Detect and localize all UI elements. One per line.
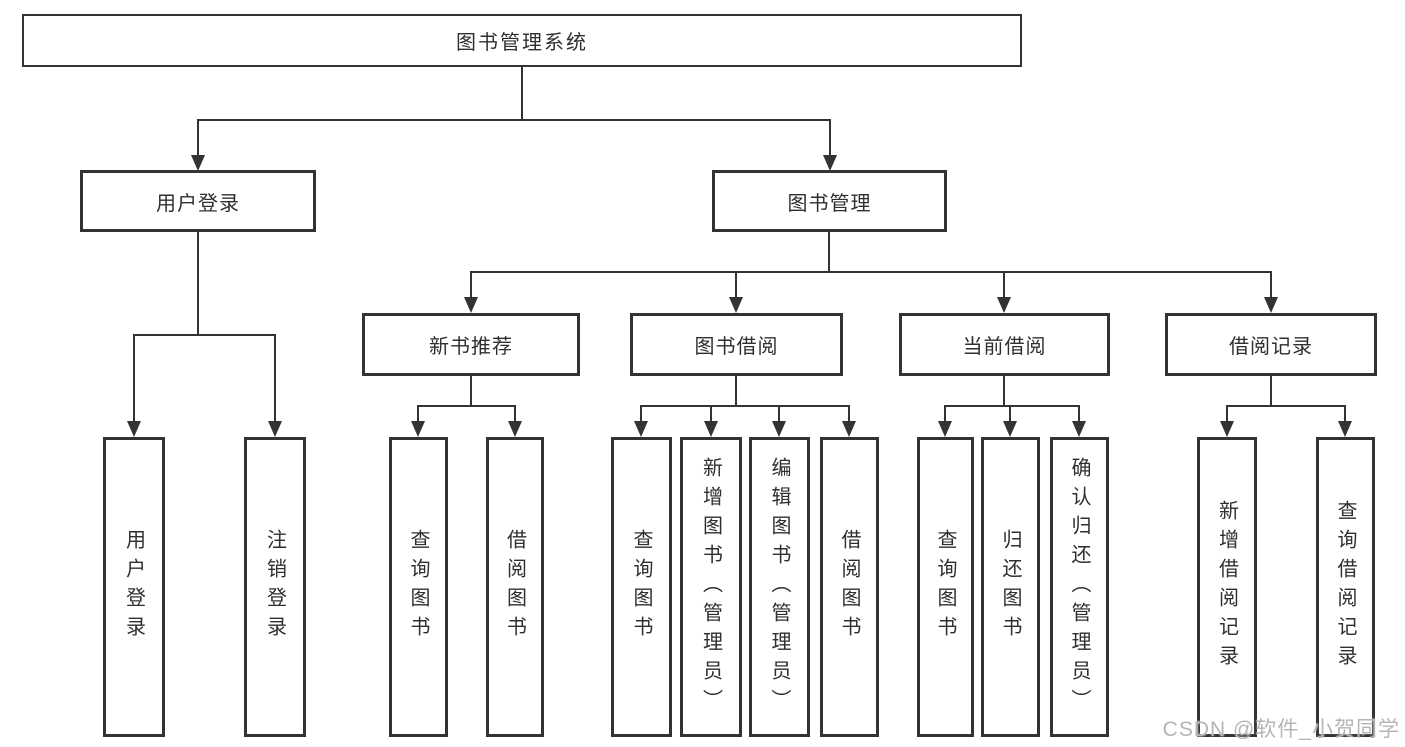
leaf-query-books-recommend: 查询图书 — [389, 437, 448, 737]
arrowhead-icon — [729, 297, 743, 313]
connector-line — [133, 334, 276, 336]
connector-line — [197, 119, 199, 157]
connector-line — [640, 405, 642, 422]
connector-line — [1270, 376, 1272, 407]
connector-line — [828, 232, 830, 273]
leaf-add-book-admin: 新增图书（管理员） — [680, 437, 742, 737]
connector-line — [514, 405, 516, 422]
connector-line — [1270, 271, 1272, 299]
arrowhead-icon — [772, 421, 786, 437]
node-current-borrow: 当前借阅 — [899, 313, 1110, 376]
connector-line — [1344, 405, 1346, 422]
arrowhead-icon — [823, 155, 837, 171]
arrowhead-icon — [842, 421, 856, 437]
arrowhead-icon — [1003, 421, 1017, 437]
connector-line — [470, 271, 1272, 273]
connector-line — [470, 271, 472, 299]
arrowhead-icon — [268, 421, 282, 437]
leaf-edit-book-admin: 编辑图书（管理员） — [749, 437, 810, 737]
connector-line — [944, 405, 1080, 407]
leaf-query-borrow-record: 查询借阅记录 — [1316, 437, 1375, 737]
leaf-query-books-borrow: 查询图书 — [611, 437, 672, 737]
node-book-borrow: 图书借阅 — [630, 313, 843, 376]
connector-line — [521, 66, 523, 120]
arrowhead-icon — [1264, 297, 1278, 313]
node-new-book-recommend: 新书推荐 — [362, 313, 580, 376]
leaf-confirm-return-admin: 确认归还（管理员） — [1050, 437, 1109, 737]
leaf-user-login: 用户登录 — [103, 437, 165, 737]
csdn-watermark: CSDN @软件_小贺同学 — [1162, 718, 1400, 741]
connector-line — [1003, 271, 1005, 299]
arrowhead-icon — [997, 297, 1011, 313]
arrowhead-icon — [411, 421, 425, 437]
leaf-borrow-books: 借阅图书 — [820, 437, 879, 737]
connector-line — [710, 405, 712, 422]
connector-line — [735, 376, 737, 407]
connector-line — [735, 271, 737, 299]
arrowhead-icon — [938, 421, 952, 437]
node-borrow-records: 借阅记录 — [1165, 313, 1377, 376]
arrowhead-icon — [191, 155, 205, 171]
arrowhead-icon — [1072, 421, 1086, 437]
connector-line — [417, 405, 516, 407]
connector-line — [470, 376, 472, 407]
arrowhead-icon — [127, 421, 141, 437]
connector-line — [1078, 405, 1080, 422]
arrowhead-icon — [1338, 421, 1352, 437]
connector-line — [417, 405, 419, 422]
connector-line — [274, 334, 276, 422]
node-library-system: 图书管理系统 — [22, 14, 1022, 67]
connector-line — [197, 232, 199, 336]
connector-line — [1226, 405, 1346, 407]
connector-line — [848, 405, 850, 422]
arrowhead-icon — [464, 297, 478, 313]
connector-line — [640, 405, 850, 407]
leaf-logout: 注销登录 — [244, 437, 306, 737]
connector-line — [944, 405, 946, 422]
connector-line — [1003, 376, 1005, 407]
arrowhead-icon — [1220, 421, 1234, 437]
connector-line — [133, 334, 135, 422]
node-book-management: 图书管理 — [712, 170, 947, 232]
leaf-borrow-books-recommend: 借阅图书 — [486, 437, 544, 737]
leaf-query-books-current: 查询图书 — [917, 437, 974, 737]
leaf-add-borrow-record: 新增借阅记录 — [1197, 437, 1257, 737]
connector-line — [829, 119, 831, 157]
connector-line — [1009, 405, 1011, 422]
arrowhead-icon — [704, 421, 718, 437]
leaf-return-books: 归还图书 — [981, 437, 1040, 737]
arrowhead-icon — [508, 421, 522, 437]
connector-line — [197, 119, 831, 121]
connector-line — [778, 405, 780, 422]
connector-line — [1226, 405, 1228, 422]
node-user-login: 用户登录 — [80, 170, 316, 232]
arrowhead-icon — [634, 421, 648, 437]
